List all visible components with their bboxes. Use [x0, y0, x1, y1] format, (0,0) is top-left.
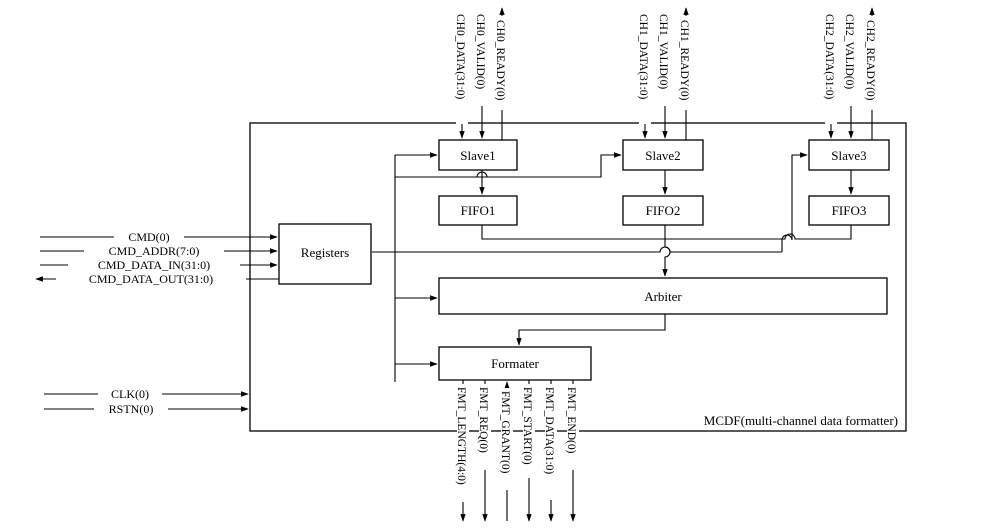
slave1-label: Slave1 — [460, 148, 495, 163]
slave3-block: Slave3 — [808, 139, 890, 171]
fmt-req-label: FMT_REQ(0) — [477, 387, 489, 453]
fmt-start-signal: FMT_START(0) — [521, 384, 535, 478]
ch1-ready-signal: CH1_READY(0) — [678, 16, 692, 110]
slave1-block: Slave1 — [438, 139, 518, 171]
fmt-grant-signal: FMT_GRANT(0) — [499, 388, 513, 490]
fmt-length-label: FMT_LENGTH(4:0) — [455, 387, 467, 485]
fifo2-label: FIFO2 — [646, 203, 681, 218]
registers-label: Registers — [301, 245, 349, 260]
ch0-data-label: CH0_DATA(31:0) — [454, 14, 466, 99]
ch0-valid-label: CH0_VALID(0) — [474, 14, 486, 89]
ch0-ready-label: CH0_READY(0) — [494, 20, 506, 101]
cmd-data-out-signal: CMD_DATA_OUT(31:0) — [56, 272, 246, 286]
fmt-data-label: FMT_DATA(31:0) — [543, 387, 555, 474]
registers-block: Registers — [278, 223, 372, 285]
ch1-data-label: CH1_DATA(31:0) — [637, 14, 649, 99]
ch1-data-signal: CH1_DATA(31:0) — [637, 10, 651, 124]
slave2-label: Slave2 — [645, 148, 680, 163]
fifo3-block: FIFO3 — [808, 195, 890, 226]
cmd-addr-label: CMD_ADDR(7:0) — [109, 244, 200, 258]
registers-config-bus — [372, 246, 782, 253]
ch0-valid-signal: CH0_VALID(0) — [474, 10, 488, 106]
fmt-req-signal: FMT_REQ(0) — [477, 384, 491, 470]
ctrl-to-slave2 — [395, 152, 622, 178]
arbiter-label: Arbiter — [644, 289, 682, 304]
ch2-valid-signal: CH2_VALID(0) — [843, 10, 857, 106]
fifo1-label: FIFO1 — [461, 203, 496, 218]
ch2-ready-label: CH2_READY(0) — [864, 20, 876, 101]
fmt-grant-label: FMT_GRANT(0) — [499, 391, 511, 474]
fifos-to-arbiter — [662, 225, 671, 277]
formater-label: Formater — [491, 356, 539, 371]
fifo1-block: FIFO1 — [438, 195, 518, 226]
ch0-ready-signal: CH0_READY(0) — [494, 16, 508, 110]
slave2-block: Slave2 — [622, 139, 704, 171]
cmd-label: CMD(0) — [128, 230, 169, 244]
fmt-end-signal: FMT_END(0) — [565, 384, 579, 470]
ch2-ready-signal: CH2_READY(0) — [864, 16, 878, 110]
ch2-data-label: CH2_DATA(31:0) — [823, 14, 835, 99]
ch1-valid-label: CH1_VALID(0) — [657, 14, 669, 89]
ch0-data-signal: CH0_DATA(31:0) — [454, 10, 468, 124]
rstn-signal: RSTN(0) — [94, 402, 168, 416]
fifo-merge-bus — [481, 225, 852, 240]
cmd-addr-signal: CMD_ADDR(7:0) — [84, 244, 224, 258]
cmd-data-in-label: CMD_DATA_IN(31:0) — [98, 258, 210, 272]
mcdf-system-label: MCDF(multi-channel data formatter) — [704, 413, 898, 428]
fifo3-label: FIFO3 — [832, 203, 867, 218]
cmd-data-in-signal: CMD_DATA_IN(31:0) — [68, 258, 240, 272]
fifo2-block: FIFO2 — [622, 195, 704, 226]
cmd-signal: CMD(0) — [114, 230, 184, 244]
fmt-data-signal: FMT_DATA(31:0) — [543, 384, 557, 500]
slave1-to-fifo1 — [477, 171, 487, 194]
arbiter-to-formater — [516, 314, 666, 346]
ch1-valid-signal: CH1_VALID(0) — [657, 10, 671, 106]
fmt-length-signal: FMT_LENGTH(4:0) — [455, 384, 469, 502]
rstn-label: RSTN(0) — [109, 402, 154, 416]
ch2-valid-label: CH2_VALID(0) — [843, 14, 855, 89]
fmt-end-label: FMT_END(0) — [565, 387, 577, 454]
ch1-ready-label: CH1_READY(0) — [678, 20, 690, 101]
clk-label: CLK(0) — [111, 387, 149, 401]
arbiter-block: Arbiter — [438, 277, 888, 315]
ch2-data-signal: CH2_DATA(31:0) — [823, 10, 837, 124]
slave3-label: Slave3 — [831, 148, 866, 163]
formater-block: Formater — [438, 346, 592, 381]
clk-signal: CLK(0) — [98, 387, 162, 401]
cmd-data-out-label: CMD_DATA_OUT(31:0) — [89, 272, 213, 286]
fmt-start-label: FMT_START(0) — [521, 387, 533, 465]
